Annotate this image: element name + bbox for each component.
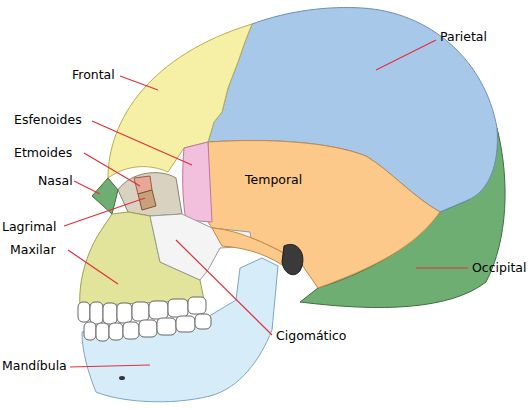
- bone-label: Lagrimal: [2, 219, 56, 235]
- bone-label: Parietal: [440, 29, 487, 45]
- bone-label: Occipital: [472, 260, 527, 276]
- bone-label: Etmoides: [14, 145, 72, 161]
- bone-label: Temporal: [245, 172, 302, 188]
- temporal-bone: [208, 141, 440, 288]
- bone-label: Maxilar: [10, 242, 56, 258]
- lower-teeth: [84, 314, 211, 341]
- bone-label: Mandíbula: [2, 358, 67, 374]
- leader-lines: [64, 40, 468, 367]
- bone-label: Nasal: [38, 173, 73, 189]
- ear-canal: [282, 244, 303, 274]
- bone-label: Cigomático: [276, 328, 347, 344]
- mental-foramen: [119, 376, 125, 380]
- sphenoid-bone: [183, 142, 212, 222]
- bone-label: Esfenoides: [14, 112, 82, 128]
- bone-label: Frontal: [72, 67, 115, 83]
